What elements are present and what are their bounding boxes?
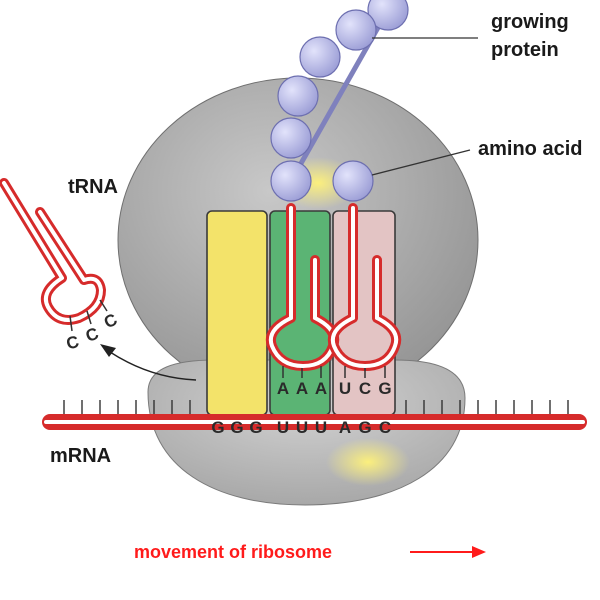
mrna-strand-highlight: [44, 420, 585, 424]
exiting-anticodon-tick: [86, 310, 92, 325]
exiting-anticodon-tick: [69, 315, 73, 332]
mrna-codon-base: U: [277, 418, 289, 437]
base-pair-ticks: [282, 366, 386, 378]
mrna-codon-base: G: [230, 418, 243, 437]
exiting-trna: [0, 178, 106, 325]
mrna-codon-base: G: [211, 418, 224, 437]
p-site-anticodon-base: A: [296, 379, 308, 398]
mrna-codon-base: U: [315, 418, 327, 437]
amino-acid-leader-line: [371, 149, 471, 176]
mrna-label: mRNA: [50, 445, 111, 467]
growing-protein-label: growing: [491, 11, 569, 33]
exiting-anticodon-tick: [99, 299, 108, 312]
trna-label: tRNA: [68, 176, 118, 198]
mrna-codon-base: G: [249, 418, 262, 437]
a-site-anticodon-base: U: [339, 379, 351, 398]
incoming-amino-acid-bead: [332, 160, 374, 202]
amino-acid-bead: [270, 160, 312, 202]
a-site-anticodon-base: C: [359, 379, 371, 398]
p-site-anticodon-base: A: [277, 379, 289, 398]
mrna-base-ticks: [63, 400, 569, 414]
growing-protein-label: protein: [491, 39, 559, 61]
amino-acid-bead: [277, 75, 319, 117]
exiting-anticodon-base: C: [101, 310, 120, 332]
mrna-codon-base: A: [339, 418, 351, 437]
lower-subunit-glow: [326, 438, 410, 486]
a-site-trna: [327, 203, 402, 371]
exiting-anticodon-base: C: [83, 324, 101, 346]
amino-acid-bead: [367, 0, 409, 31]
exit-arrow: [109, 351, 197, 381]
p-site-anticodon-base: A: [315, 379, 327, 398]
amino-acid-bead: [299, 36, 341, 78]
mrna-codon-base: G: [358, 418, 371, 437]
e-site: [206, 210, 268, 416]
movement-arrowhead-icon: [472, 546, 486, 558]
a-site-anticodon-base: G: [378, 379, 391, 398]
amino-acid-bead: [270, 117, 312, 159]
amino-acid-label: amino acid: [478, 138, 582, 160]
movement-label: movement of ribosome: [134, 542, 332, 562]
mrna-codon-base: C: [379, 418, 391, 437]
exit-arrowhead-icon: [100, 344, 116, 357]
amino-acid-bead: [335, 9, 377, 51]
exiting-anticodon-base: C: [64, 332, 81, 354]
mrna-codon-base: U: [296, 418, 308, 437]
